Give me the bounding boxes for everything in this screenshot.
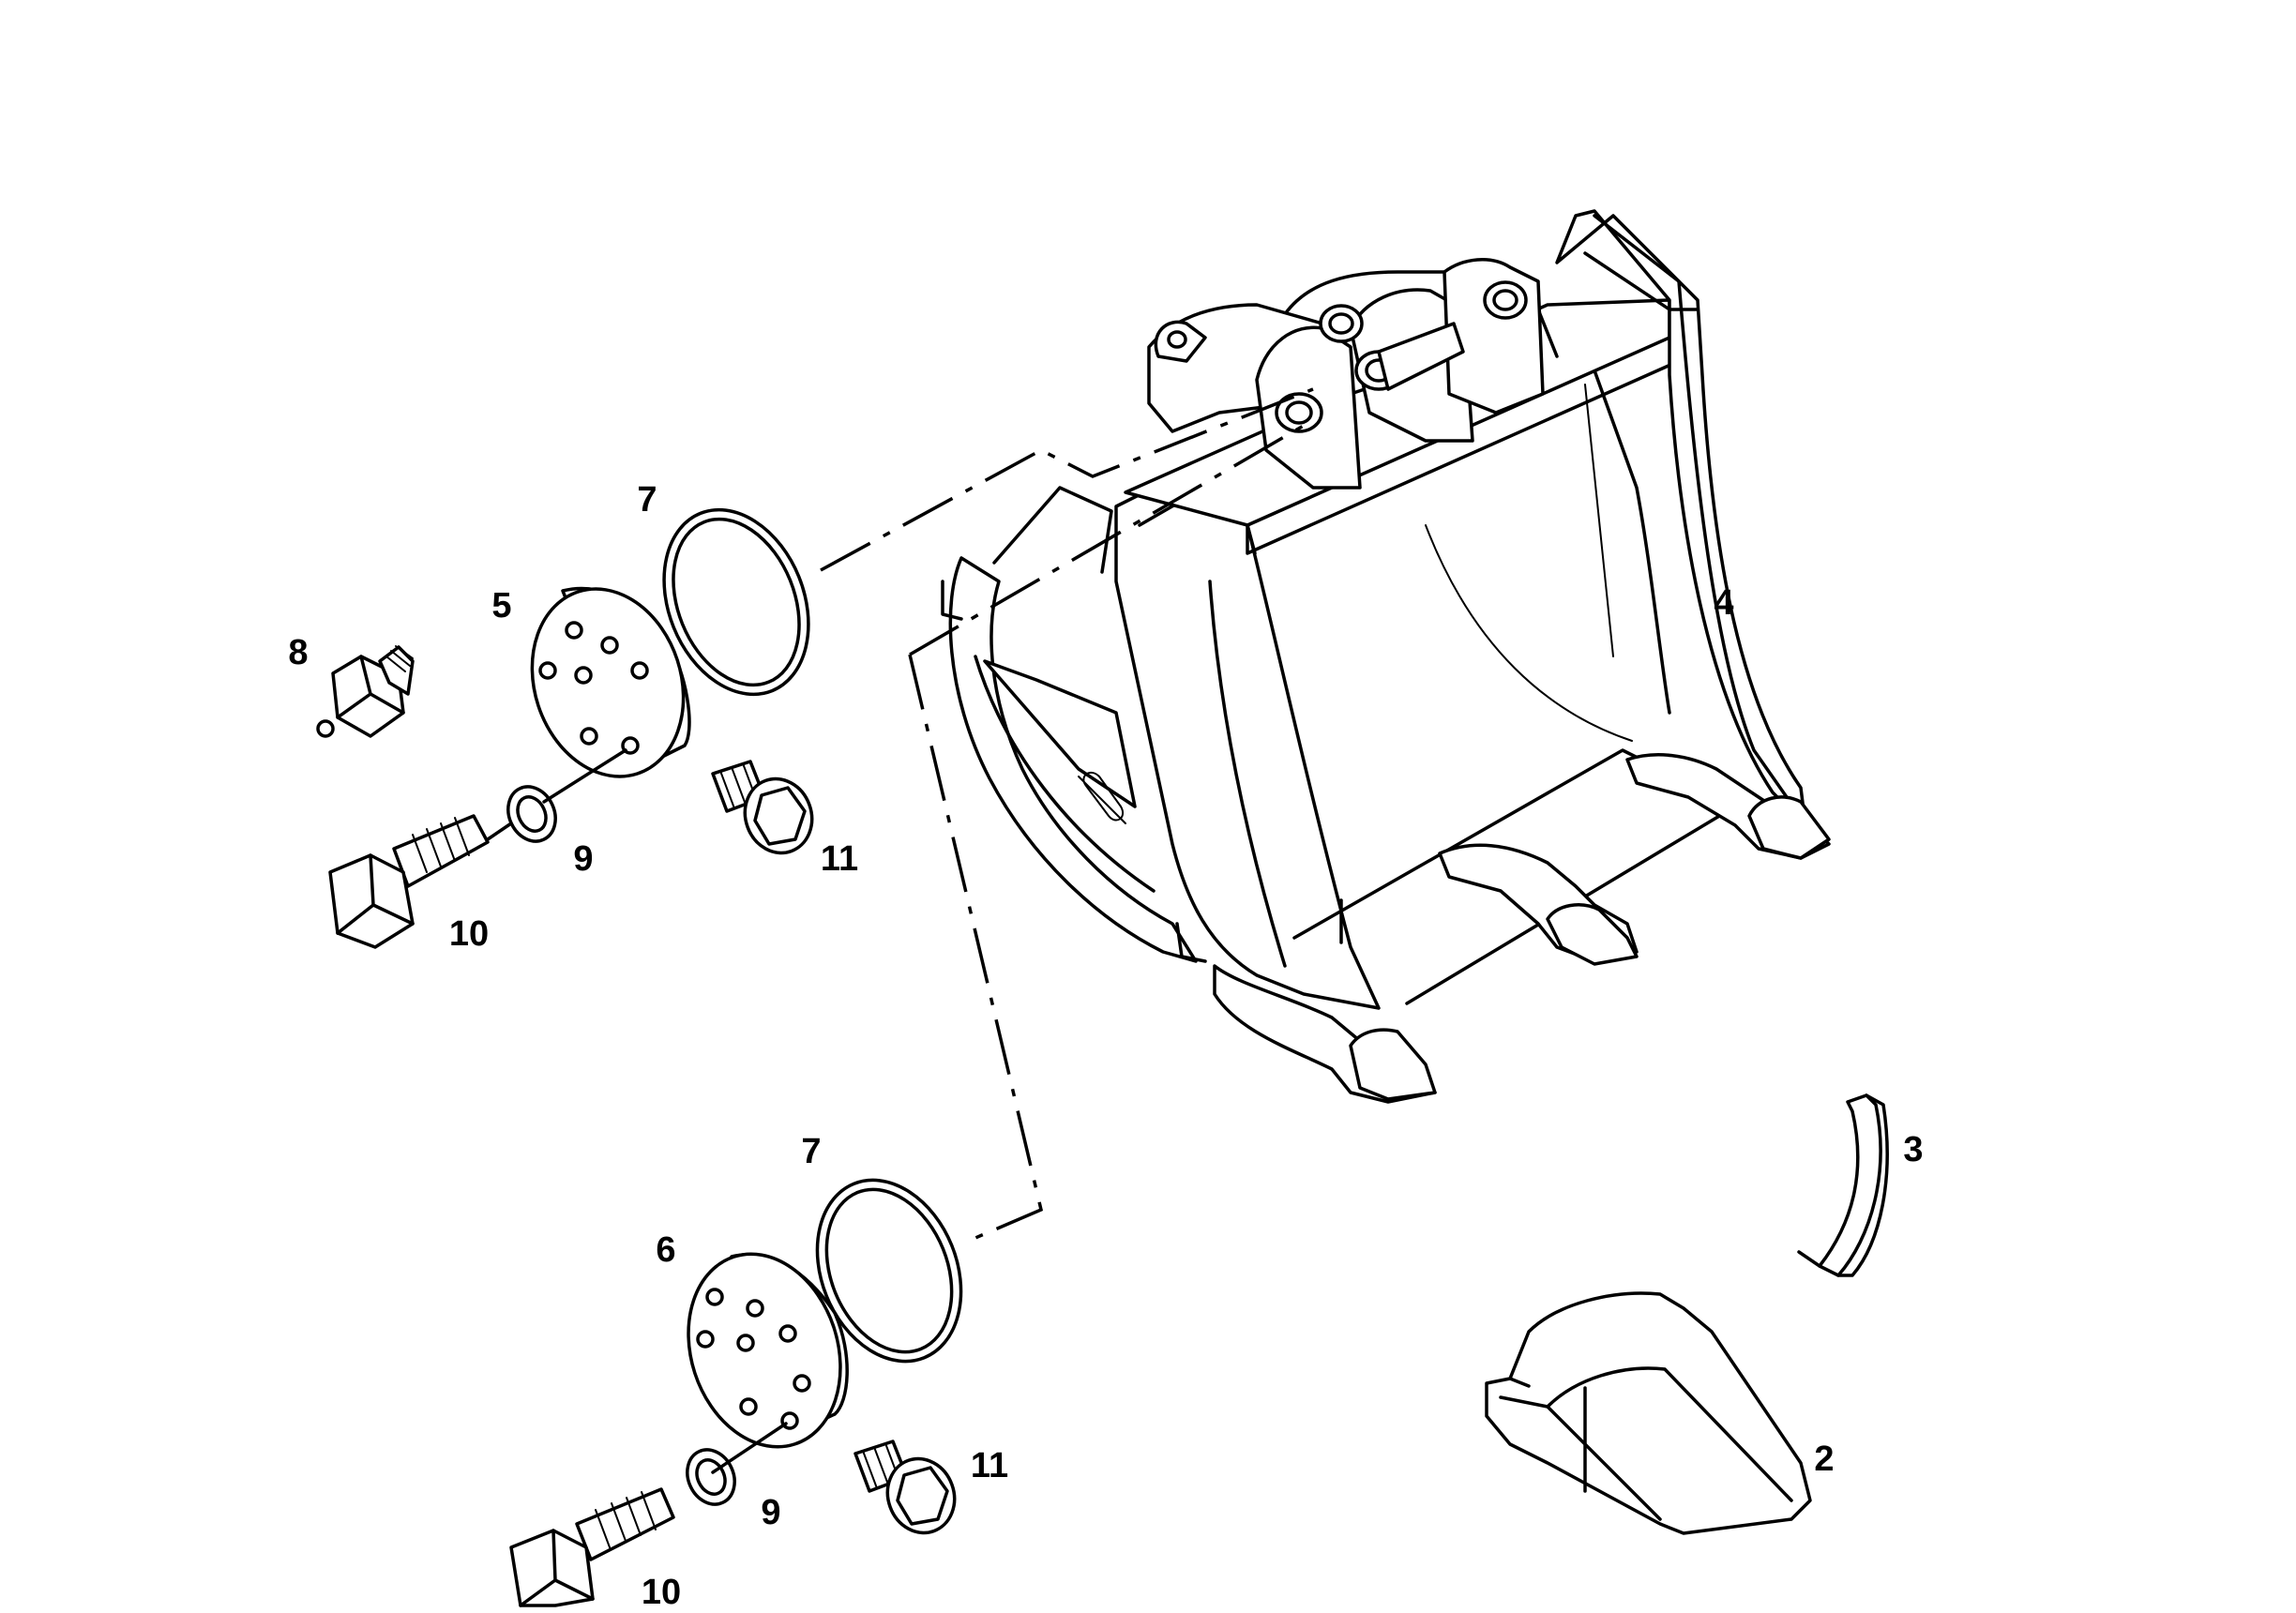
bucket-tooth-right	[1625, 753, 1831, 860]
grease-nipple	[316, 645, 415, 738]
flange-disc-bottom	[687, 1252, 849, 1474]
shoulder-bolt-bottom	[853, 1440, 957, 1535]
label-part-4: 4	[1714, 583, 1733, 623]
label-part-6: 6	[656, 1230, 675, 1270]
tooth-lock-pin	[1797, 1093, 1889, 1277]
label-part-2: 2	[1814, 1440, 1834, 1479]
label-part-7-top: 7	[637, 480, 657, 520]
washer-bottom	[686, 1448, 736, 1506]
flange-disc-top	[530, 586, 691, 804]
hex-bolt-top	[328, 814, 490, 949]
label-part-11-top: 11	[821, 839, 858, 879]
shoulder-bolt-top	[711, 760, 814, 855]
label-part-10-bottom: 10	[642, 1573, 681, 1612]
label-part-9-bottom: 9	[761, 1493, 780, 1532]
label-part-11-bottom: 11	[971, 1446, 1008, 1485]
bucket-tooth-tip	[1485, 1291, 1812, 1535]
label-part-8: 8	[288, 633, 308, 672]
label-part-5: 5	[491, 586, 511, 626]
label-part-3: 3	[1903, 1130, 1923, 1169]
hex-bolt-bottom	[509, 1487, 675, 1607]
seal-ring-top	[662, 507, 810, 697]
label-part-9-top: 9	[573, 839, 593, 879]
label-part-10-top: 10	[449, 914, 489, 954]
washer-top	[486, 785, 557, 843]
seal-ring-bottom	[815, 1178, 963, 1364]
label-part-7-bottom: 7	[801, 1132, 821, 1171]
bucket	[941, 209, 1831, 1104]
alignment-lines	[820, 387, 1314, 1240]
bucket-tooth-middle	[1438, 843, 1639, 966]
bucket-tooth-left	[1213, 964, 1437, 1104]
